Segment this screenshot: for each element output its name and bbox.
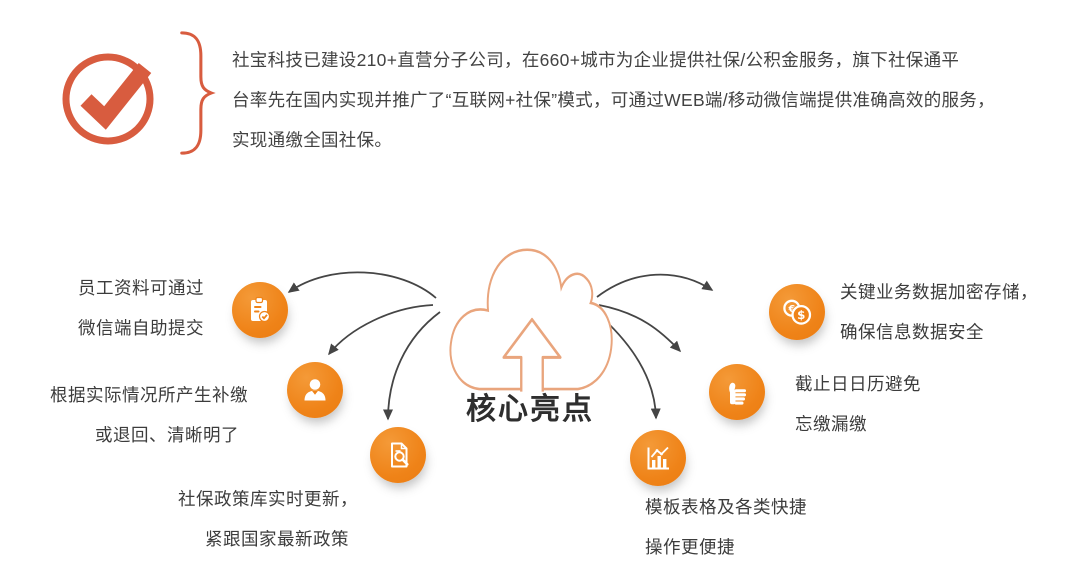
clipboard-check-icon	[232, 282, 288, 338]
arrow-to-clipboard	[287, 271, 437, 299]
intro-line: 实现通缴全国社保。	[232, 130, 393, 150]
feature-line: 根据实际情况所产生补缴	[50, 385, 248, 405]
intro-line: 社宝科技已建设210+直营分子公司，在660+城市为企业提供社保/公积金服务，旗…	[232, 50, 960, 70]
arrow-to-docsearch	[383, 311, 441, 421]
brace-decoration	[178, 30, 218, 156]
feature-line: 员工资料可通过	[78, 278, 204, 298]
feature-label-data-encryption: 关键业务数据加密存储， 确保信息数据安全	[840, 272, 1038, 352]
thumbs-up-icon	[709, 364, 765, 420]
feature-label-supplementary-payment: 根据实际情况所产生补缴 或退回、清晰明了	[50, 375, 248, 455]
intro-line: 台率先在国内实现并推广了“互联网+社保”模式，可通过WEB端/移动微信端提供准确…	[232, 90, 995, 110]
feature-label-employee-data: 员工资料可通过 微信端自助提交	[78, 268, 204, 348]
check-circle-icon	[60, 42, 168, 154]
feature-line: 微信端自助提交	[78, 318, 204, 338]
feature-line: 操作更便捷	[645, 537, 735, 557]
cloud-upload-icon	[446, 232, 618, 422]
policy-search-icon	[370, 427, 426, 483]
currency-coins-icon: € $	[769, 284, 825, 340]
user-icon	[287, 362, 343, 418]
arrow-to-person	[328, 304, 434, 356]
arrow-to-thumbs	[598, 304, 682, 353]
arrow-to-coins	[596, 273, 714, 298]
bar-chart-icon	[630, 430, 686, 486]
svg-text:$: $	[797, 308, 805, 322]
feature-label-templates: 模板表格及各类快捷 操作更便捷	[645, 487, 807, 567]
feature-line: 忘缴漏缴	[795, 414, 867, 434]
intro-paragraph: 社宝科技已建设210+直营分子公司，在660+城市为企业提供社保/公积金服务，旗…	[232, 40, 1062, 160]
feature-line: 社保政策库实时更新，	[178, 489, 358, 509]
feature-line: 截止日日历避免	[795, 374, 921, 394]
feature-line: 模板表格及各类快捷	[645, 497, 807, 517]
feature-line: 紧跟国家最新政策	[205, 529, 349, 549]
feature-line: 或退回、清晰明了	[95, 425, 239, 445]
feature-line: 确保信息数据安全	[840, 322, 984, 342]
feature-label-deadline-calendar: 截止日日历避免 忘缴漏缴	[795, 364, 921, 444]
feature-label-policy-updates: 社保政策库实时更新， 紧跟国家最新政策	[178, 479, 358, 559]
upload-arrow-icon	[502, 317, 562, 392]
diagram-title: 核心亮点	[466, 393, 594, 426]
svg-text:€: €	[787, 304, 795, 315]
feature-line: 关键业务数据加密存储，	[840, 282, 1038, 302]
